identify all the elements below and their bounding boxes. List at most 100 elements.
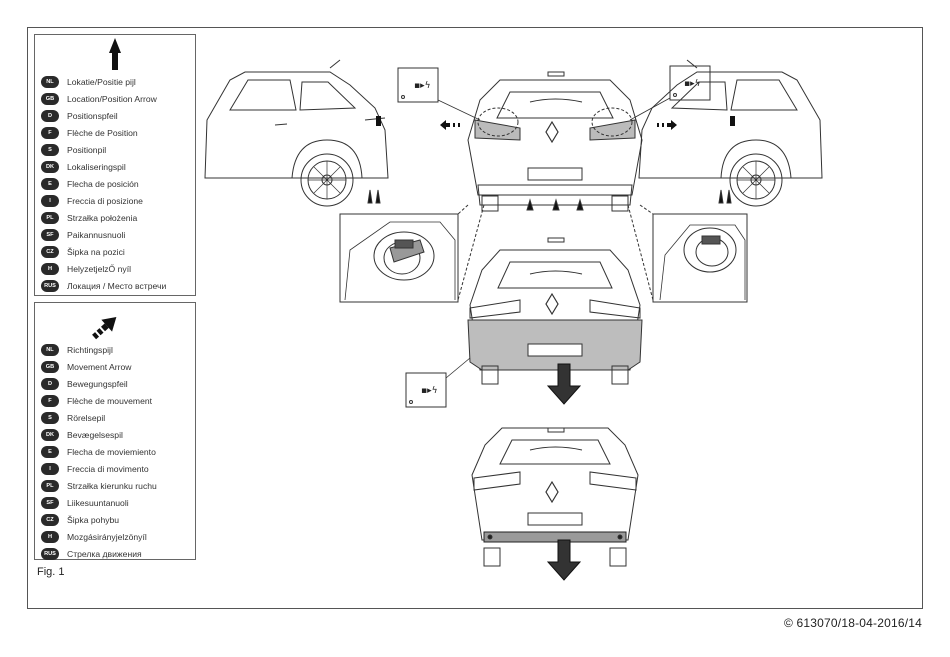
movement-arrow-legend-label: Movement Arrow [67,361,132,372]
language-code-badge: RUS [41,547,59,560]
movement-arrow-legend-item: D Bewegungspfeil [41,375,193,392]
position-arrow-legend-label: Location/Position Arrow [67,93,157,104]
language-code-badge: H [41,262,59,275]
movement-arrow-legend-item: H Mozgásirányjelzönyíl [41,528,193,545]
language-code-badge: I [41,462,59,475]
detail-box-right [627,204,748,303]
position-arrow-legend-item: F Flèche de Position [41,124,193,141]
movement-arrow-legend-label: Šipka pohybu [67,514,120,525]
movement-arrow-legend-item: S Rörelsepil [41,409,193,426]
position-arrow-legend-label: Lokaliseringspil [67,161,126,172]
position-arrow-legend-label: Lokatie/Positie pijl [67,76,136,87]
position-arrow-legend-item: D Positionspfeil [41,107,193,124]
position-arrow-legend-label: Strzałka położenia [67,212,138,223]
figure-label: Fig. 1 [37,566,65,578]
movement-arrow-legend-label: Стрелка движения [67,548,142,559]
connector-callout-left-top: ▪▸ϟ [397,67,481,121]
movement-arrow-legend-item: E Flecha de moviemiento [41,443,193,460]
position-arrow-legend-item: E Flecha de posición [41,175,193,192]
position-arrow-legend-label: Flecha de posición [67,178,139,189]
language-code-badge: D [41,377,59,390]
copyright-notice: © 613070/18-04-2016/14 [783,616,922,630]
connector-callout-right-top: ▪▸ϟ [629,65,711,121]
figure-frame [27,27,923,609]
movement-arrow-legend-item: F Flèche de mouvement [41,392,193,409]
language-code-badge: S [41,411,59,424]
position-arrow-legend-item: PL Strzałka położenia [41,209,193,226]
position-arrow-legend-item: I Freccia di posizione [41,192,193,209]
position-arrow-icon [109,38,121,70]
movement-arrow-legend-label: Freccia di movimento [67,463,149,474]
language-code-badge: RUS [41,279,59,292]
language-code-badge: H [41,530,59,543]
top-rear-view-car [440,71,677,212]
bottom-rear-view-car [471,427,639,581]
language-code-badge: SF [41,496,59,509]
middle-rear-view-car [467,237,643,405]
movement-arrow-legend-item: GB Movement Arrow [41,358,193,375]
position-arrow-legend-label: Positionpil [67,144,107,155]
language-code-badge: SF [41,228,59,241]
language-code-badge: NL [41,75,59,88]
position-arrow-legend-label: Flèche de Position [67,127,138,138]
language-code-badge: PL [41,211,59,224]
movement-arrow-icon [92,316,117,340]
language-code-badge: E [41,445,59,458]
movement-arrow-legend-label: Flecha de moviemiento [67,446,156,457]
movement-arrow-legend-item: DK Bevægelsespil [41,426,193,443]
language-code-badge: I [41,194,59,207]
language-code-badge: GB [41,92,59,105]
language-code-badge: F [41,126,59,139]
position-arrow-legend-item: S Positionpil [41,141,193,158]
movement-arrow-legend-label: Mozgásirányjelzönyíl [67,531,147,542]
language-code-badge: DK [41,428,59,441]
position-arrow-legend-label: Freccia di posizione [67,195,143,206]
position-arrow-legend-item: DK Lokaliseringspil [41,158,193,175]
movement-arrow-legend-label: Bewegungspfeil [67,378,128,389]
position-arrow-legend-label: Positionspfeil [67,110,118,121]
svg-text:▪▸ϟ: ▪▸ϟ [421,386,438,396]
movement-arrow-legend-label: Liikesuuntanuoli [67,497,129,508]
movement-arrow-legend-item: SF Liikesuuntanuoli [41,494,193,511]
language-code-badge: S [41,143,59,156]
right-side-view-car [638,59,823,207]
svg-text:▪▸ϟ: ▪▸ϟ [414,81,431,91]
position-arrow-legend-label: HelyzetjelzŐ nyíl [67,263,131,274]
movement-arrow-legend-item: NL Richtingspijl [41,341,193,358]
movement-arrow-legend-label: Strzałka kierunku ruchu [67,480,157,491]
language-code-badge: F [41,394,59,407]
language-code-badge: CZ [41,245,59,258]
movement-arrow-legend-label: Bevægelsespil [67,429,123,440]
position-arrow-legend-item: GB Location/Position Arrow [41,90,193,107]
language-code-badge: DK [41,160,59,173]
movement-arrow-legend-item: I Freccia di movimento [41,460,193,477]
movement-arrow-legend-item: RUS Стрелка движения [41,545,193,562]
language-code-badge: D [41,109,59,122]
movement-arrow-legend-label: Flèche de mouvement [67,395,153,406]
svg-text:▪▸ϟ: ▪▸ϟ [684,79,701,89]
connector-callout-middle: ▪▸ϟ [405,357,471,408]
detail-box-left [339,204,485,303]
movement-arrow-legend-label: Rörelsepil [67,412,106,423]
position-arrow-legend-label: Локация / Место встречи [67,280,167,291]
language-code-badge: GB [41,360,59,373]
movement-arrow-legend-item: CZ Šipka pohybu [41,511,193,528]
position-arrow-legend-item: RUS Локация / Место встречи [41,277,193,294]
movement-arrow-legend-label: Richtingspijl [67,344,113,355]
position-arrow-legend-item: H HelyzetjelzŐ nyíl [41,260,193,277]
position-arrow-legend-item: SF Paikannusnuoli [41,226,193,243]
language-code-badge: NL [41,343,59,356]
position-arrow-legend-label: Paikannusnuoli [67,229,126,240]
language-code-badge: E [41,177,59,190]
position-arrow-legend-label: Šipka na pozici [67,246,125,257]
language-code-badge: CZ [41,513,59,526]
position-arrow-legend-item: CZ Šipka na pozici [41,243,193,260]
position-arrow-legend-item: NL Lokatie/Positie pijl [41,73,193,90]
left-side-view-car [204,59,389,207]
